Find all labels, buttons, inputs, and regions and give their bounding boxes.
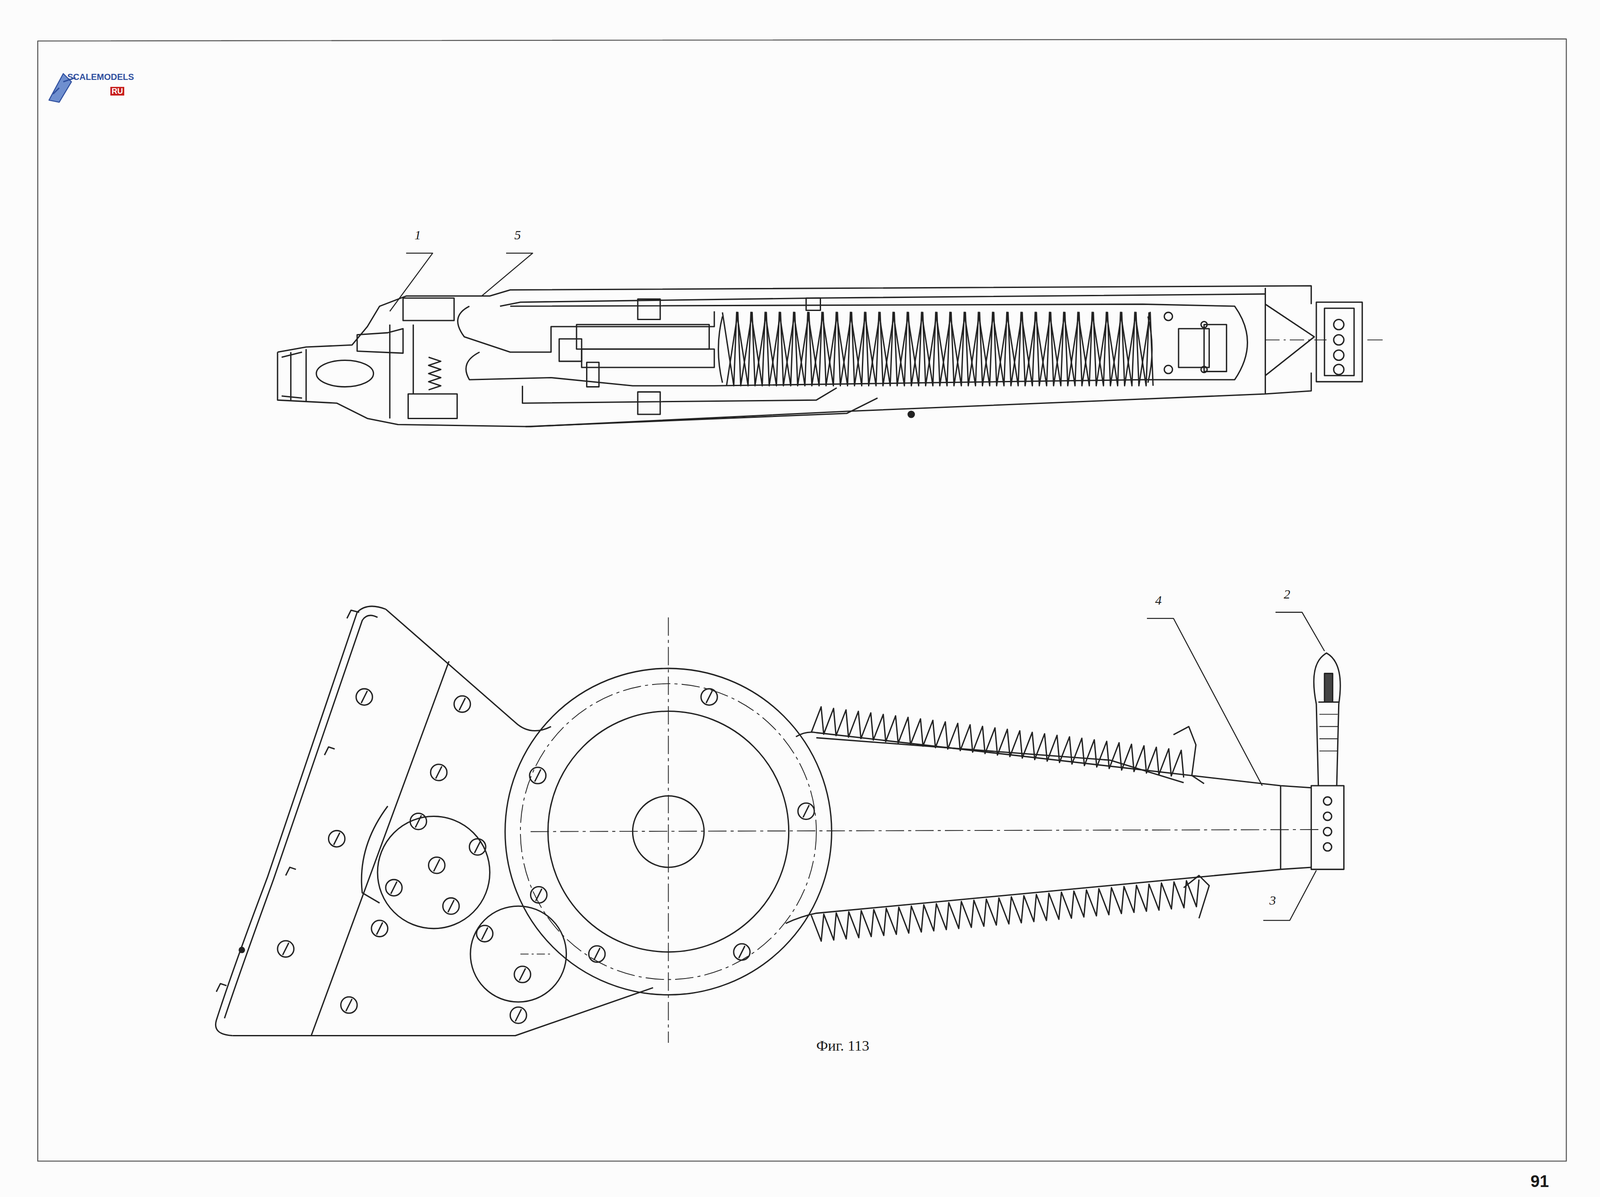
screw-head (428, 857, 446, 874)
screw-head (410, 813, 427, 830)
screw-head (453, 695, 471, 713)
watermark-badge: RU (110, 86, 125, 96)
callout-number: 2 (1283, 587, 1291, 601)
screw-head (510, 1007, 527, 1024)
screw-head (277, 940, 295, 958)
page-number: 91 (1530, 1173, 1549, 1190)
spring-group (722, 312, 1200, 942)
screw-head (356, 689, 373, 706)
screw-head (514, 966, 531, 984)
screw-head (385, 879, 403, 897)
screw-head (588, 946, 606, 963)
leader-lines (389, 253, 1325, 921)
figure-caption: Фиг. 113 (816, 1038, 870, 1054)
callout-number: 3 (1269, 894, 1276, 908)
screw-head (341, 997, 358, 1014)
screw-head (798, 803, 815, 820)
screw-head (701, 689, 718, 706)
coil-spring (811, 879, 1200, 942)
screw-head (529, 767, 547, 785)
coil-spring (726, 312, 1153, 386)
screw-head (733, 944, 751, 961)
screw-head (476, 925, 494, 943)
callout-number: 1 (414, 228, 421, 242)
callout-number: 4 (1155, 593, 1162, 607)
screw-group (277, 689, 815, 1024)
side-view (215, 606, 1344, 1044)
screw-head (328, 830, 345, 848)
watermark-text: SCALEMODELS (67, 72, 134, 82)
screw-head (371, 920, 388, 938)
screw-head (530, 887, 547, 904)
callout-number: 5 (514, 228, 521, 242)
coil-spring (816, 738, 1184, 783)
screw-head (442, 897, 460, 915)
screw-head (469, 838, 486, 856)
screw-head (430, 764, 448, 782)
top-view (277, 285, 1383, 427)
